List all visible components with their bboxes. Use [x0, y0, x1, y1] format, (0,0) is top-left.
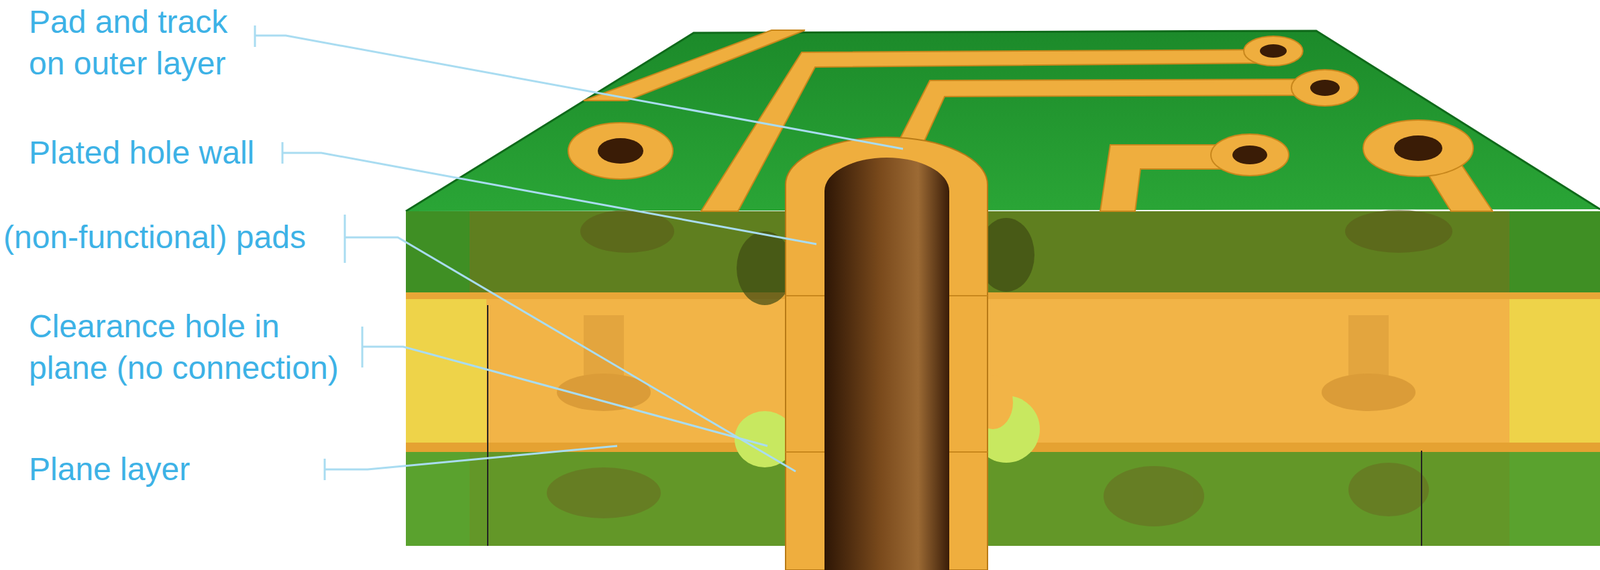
board-edge — [405, 30, 1600, 212]
layer-line — [949, 451, 988, 453]
internal-features — [546, 209, 1453, 527]
non-functional-pad — [1345, 209, 1453, 253]
leader-line — [282, 152, 817, 245]
leader-line — [362, 346, 768, 447]
part-label: Plated hole wall — [28, 132, 311, 174]
non-functional-pad — [580, 209, 675, 253]
pad-hole — [1310, 79, 1340, 96]
non-functional-pad — [546, 467, 661, 519]
layer-line — [785, 295, 825, 297]
pad-hole — [597, 138, 644, 164]
layer-line — [949, 295, 988, 297]
pad — [568, 122, 673, 180]
part-label: Pad and track on outer layer — [28, 1, 251, 85]
leader-line — [324, 446, 618, 470]
bottom-dielectric-tint — [469, 452, 1510, 547]
guide-line — [487, 305, 489, 547]
outer-tracks — [568, 30, 1493, 212]
pad-hole — [1259, 44, 1287, 58]
non-functional-pad — [736, 231, 793, 306]
leader-line — [254, 35, 903, 149]
part-label: (non-functional) pads — [3, 216, 353, 259]
guide-line — [1420, 450, 1423, 547]
part-label: Clearance hole in plane (no connection) — [28, 305, 351, 390]
leader-lines — [254, 25, 903, 481]
pad-hole — [1394, 135, 1443, 162]
plane-edge-highlight — [405, 299, 487, 443]
layer-line — [785, 451, 825, 453]
non-functional-pad — [1348, 462, 1429, 517]
plated-hole-wall — [785, 137, 988, 570]
leader-line — [344, 237, 796, 472]
part-label: Plane layer — [28, 448, 311, 491]
non-functional-pad — [1103, 466, 1205, 527]
non-functional-pad — [1321, 373, 1416, 412]
hole-bore — [824, 157, 950, 570]
board-top-surface — [405, 30, 1600, 212]
plane-edge-highlight — [1509, 299, 1600, 443]
pad-hole — [1232, 145, 1268, 165]
pad — [1243, 36, 1303, 66]
pad — [1210, 134, 1289, 176]
plane-layer — [405, 299, 1600, 443]
leader-tick — [344, 214, 347, 263]
pad-holes — [597, 44, 1443, 165]
pad — [1363, 120, 1474, 177]
track — [583, 30, 806, 101]
pad — [1291, 69, 1359, 106]
